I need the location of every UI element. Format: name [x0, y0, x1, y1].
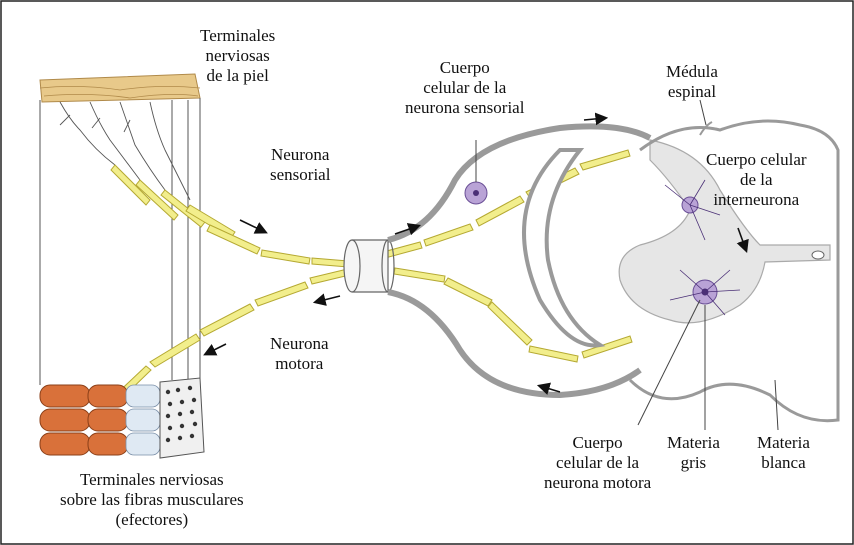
label-spinal-cord: Médula espinal	[666, 62, 718, 101]
arrow-sensory-3	[583, 112, 609, 126]
arrow-sensory-1	[239, 219, 268, 234]
arrow-motor-2	[203, 343, 227, 356]
arrow-interneuron	[736, 227, 749, 254]
spinal-cord	[387, 119, 840, 423]
leader-lines	[475, 99, 779, 431]
flow-arrows	[203, 112, 749, 395]
label-skin-terminals: Terminales nerviosas de la piel	[200, 26, 276, 85]
muscle-block	[39, 377, 205, 459]
skin-dendrites	[59, 101, 191, 201]
label-motor-cell-body: Cuerpo celular de la neurona motora	[544, 433, 652, 492]
label-muscle-terminals: Terminales nerviosas sobre las fibras mu…	[60, 470, 244, 529]
arrow-motor-3	[536, 382, 561, 395]
arrow-sensory-2	[394, 223, 422, 236]
label-gray-matter: Materia gris	[667, 433, 720, 472]
nerve-root	[343, 239, 395, 293]
cell-bodies	[464, 179, 741, 316]
label-sensory-neuron: Neurona sensorial	[270, 145, 331, 184]
arrow-motor-1	[312, 293, 341, 306]
motor-axon	[109, 265, 633, 405]
guide-lines	[39, 98, 201, 385]
label-sensory-cell-body: Cuerpo celular de la neurona sensorial	[405, 58, 525, 117]
label-motor-neuron: Neurona motora	[270, 334, 329, 373]
label-white-matter: Materia blanca	[757, 433, 810, 472]
label-interneuron-cell-body: Cuerpo celular de la interneurona	[706, 150, 807, 209]
